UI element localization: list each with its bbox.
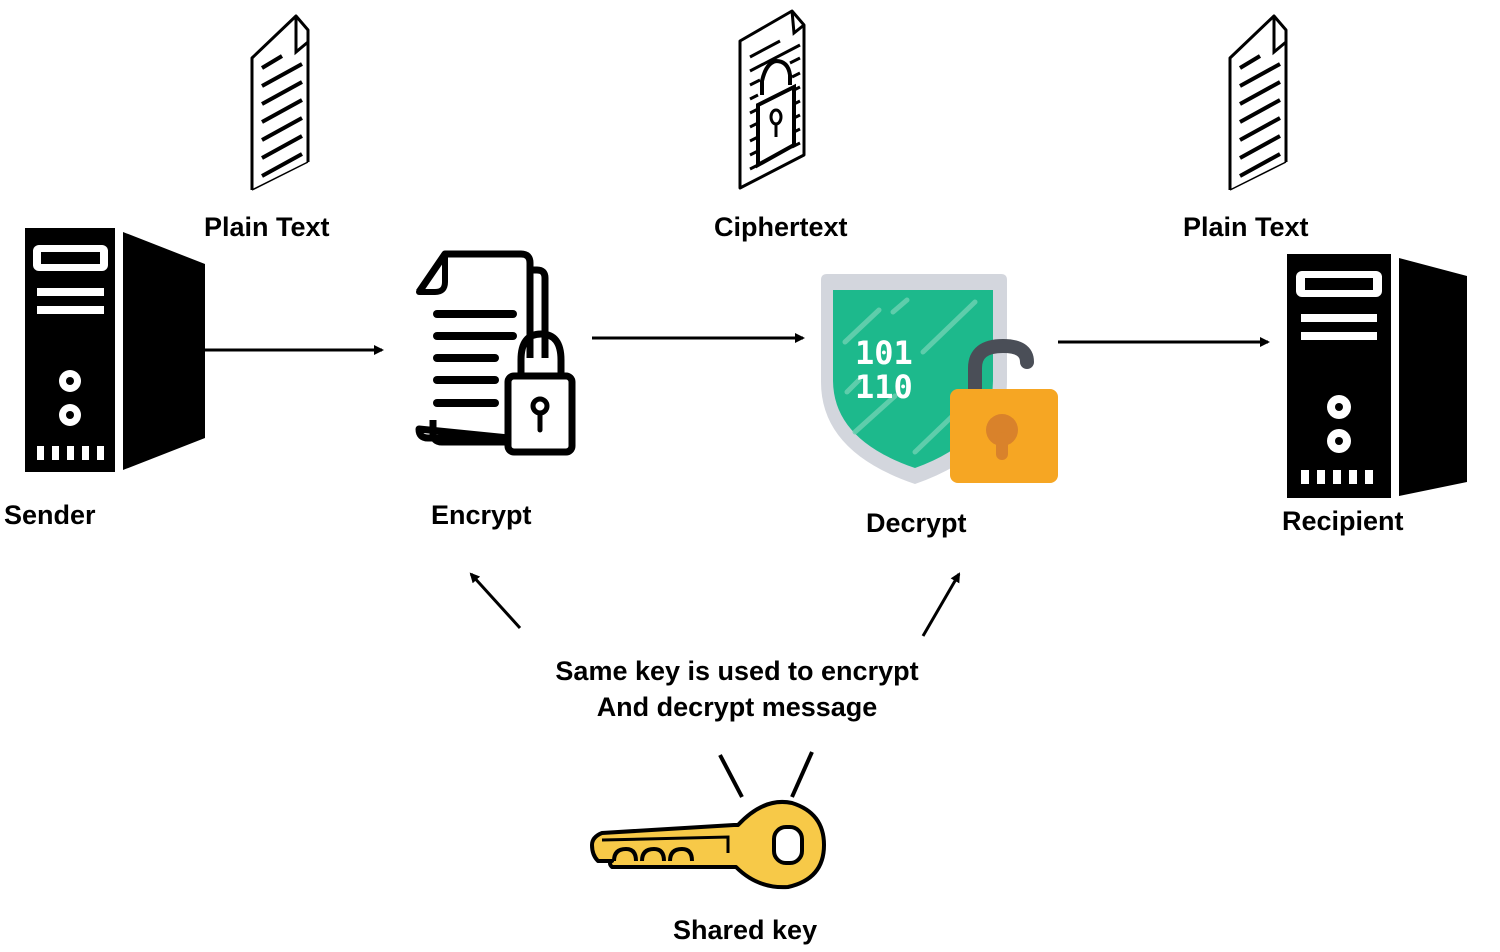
shield-unlock-icon: 101 110 xyxy=(821,274,1058,484)
note-line-2: And decrypt message xyxy=(596,692,878,722)
plain-text-label-left: Plain Text xyxy=(204,212,330,242)
plain-text-document-right xyxy=(1226,12,1290,192)
key-icon xyxy=(590,800,826,890)
binary-line-1: 101 xyxy=(855,334,913,372)
binary-line-2: 110 xyxy=(855,368,913,406)
plain-text-document-left xyxy=(248,12,312,192)
note-line-1: Same key is used to encrypt xyxy=(555,656,919,686)
sender-node xyxy=(25,228,207,474)
server-tower-icon xyxy=(1287,254,1467,498)
document-icon xyxy=(1228,14,1288,191)
shared-key xyxy=(588,795,828,895)
ciphertext-document xyxy=(736,5,806,191)
encrypt-label: Encrypt xyxy=(431,500,532,530)
recipient-node xyxy=(1287,254,1469,500)
server-tower-icon xyxy=(25,228,205,472)
document-lock-icon xyxy=(415,250,576,456)
decrypt-node: 101 110 xyxy=(815,272,1060,487)
key-ray-left xyxy=(718,754,744,798)
key-ray-right xyxy=(790,751,814,798)
ciphertext-label: Ciphertext xyxy=(714,212,848,242)
plain-text-label-right: Plain Text xyxy=(1183,212,1309,242)
arrow-key-to-encrypt xyxy=(469,572,522,630)
sender-label: Sender xyxy=(4,500,96,530)
document-icon xyxy=(250,14,310,191)
recipient-label: Recipient xyxy=(1282,506,1404,536)
shared-key-label: Shared key xyxy=(673,915,818,945)
encrypt-node xyxy=(415,248,577,456)
document-lock-icon xyxy=(738,9,806,190)
decrypt-label: Decrypt xyxy=(866,508,967,538)
arrow-key-to-decrypt xyxy=(921,572,961,637)
